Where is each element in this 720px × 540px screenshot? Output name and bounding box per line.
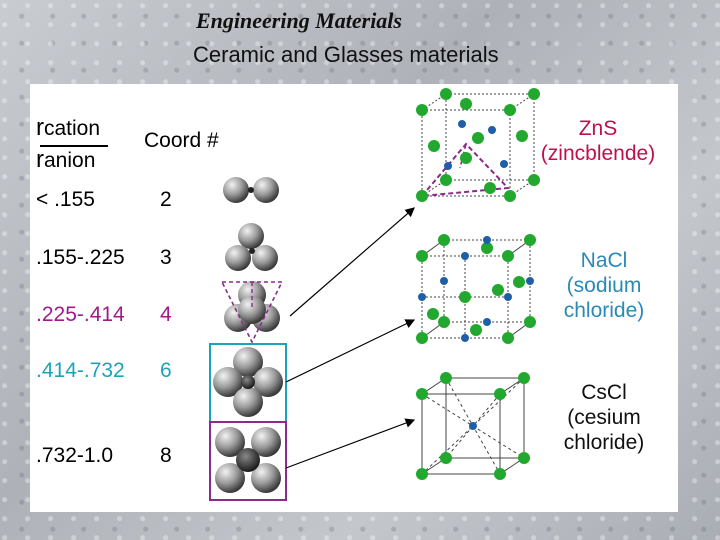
coord-header: Coord # xyxy=(144,129,219,152)
row-range-2: .155-.225 xyxy=(36,246,125,269)
coord-8-model xyxy=(209,421,287,501)
row-coord-3: 4 xyxy=(160,303,172,326)
coord-4-model xyxy=(220,281,284,344)
row-range-5: .732-1.0 xyxy=(36,444,114,467)
cscl-atoms xyxy=(416,372,530,480)
row-range-1: < .155 xyxy=(36,188,95,211)
ratio-denominator: ranion xyxy=(36,146,96,173)
nacl-label: NaCl (sodium chloride) xyxy=(563,249,645,322)
row-coord-4: 6 xyxy=(160,359,172,382)
fraction-line xyxy=(40,145,108,147)
page-subtitle: Ceramic and Glasses materials xyxy=(193,42,499,67)
coord-2-model xyxy=(223,177,279,203)
row-range-4: .414-.732 xyxy=(36,359,125,382)
page-title: Engineering Materials xyxy=(196,8,402,33)
row-range-3: .225-.414 xyxy=(36,303,125,326)
row-coord-1: 2 xyxy=(160,188,172,211)
coord-6-model xyxy=(209,343,287,423)
zns-atoms xyxy=(416,88,540,202)
cscl-label: CsCl (cesium chloride) xyxy=(563,381,645,454)
nacl-atoms xyxy=(416,234,536,344)
ratio-numerator: rcation xyxy=(36,114,101,141)
crystal-artwork xyxy=(209,88,540,501)
coord-3-model xyxy=(225,223,278,271)
row-coord-5: 8 xyxy=(160,444,172,467)
row-coord-2: 3 xyxy=(160,246,172,269)
content-panel: rcation ranion Coord # < .155 2 .155-.22… xyxy=(30,84,678,512)
zns-label: ZnS (zincblende) xyxy=(540,117,656,165)
